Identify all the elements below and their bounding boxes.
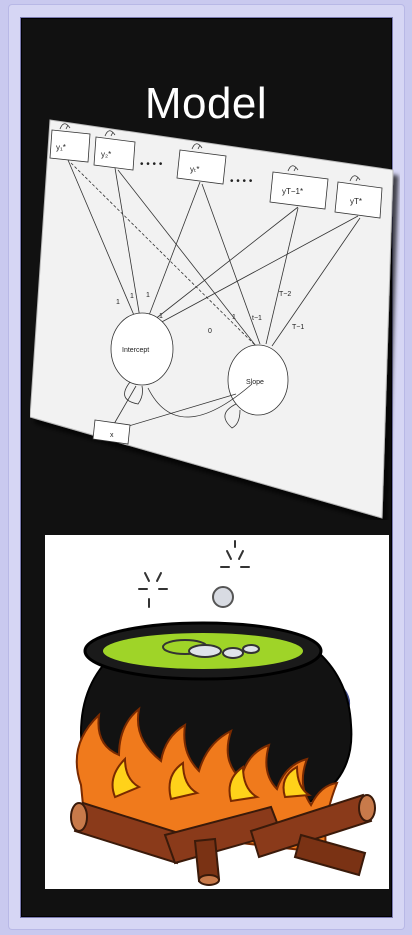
- loading-4: 1: [159, 313, 163, 320]
- loading-1: 1: [116, 299, 120, 306]
- loading-3: 1: [146, 292, 150, 299]
- loading-2: 1: [130, 293, 134, 300]
- loading-5: 1: [232, 314, 236, 321]
- dots-1: • • • •: [140, 159, 163, 170]
- observed-label-2: y₂*: [101, 150, 111, 159]
- covariate-label: x: [110, 432, 114, 439]
- loading-6: 0: [208, 328, 212, 335]
- observed-box-3: [177, 150, 226, 184]
- loading-8: T−2: [279, 291, 291, 298]
- cauldron-illustration: [45, 535, 389, 889]
- loading-7: t−1: [252, 315, 262, 322]
- observed-label-5: yT*: [350, 197, 362, 206]
- observed-label-3: yₜ*: [190, 165, 199, 174]
- dots-2: • • • •: [230, 176, 253, 187]
- intercept-label: Intercept: [122, 347, 149, 354]
- observed-label-4: yT−1*: [282, 187, 303, 196]
- loading-9: T−1: [292, 324, 304, 331]
- slope-label: Slope: [246, 379, 264, 386]
- bubble-icon: [213, 587, 233, 607]
- observed-label-1: y₁*: [56, 143, 66, 152]
- path-diagram: y₁* y₂* • • • • yₜ* • • • • yT−1* yT* 1 …: [30, 112, 400, 520]
